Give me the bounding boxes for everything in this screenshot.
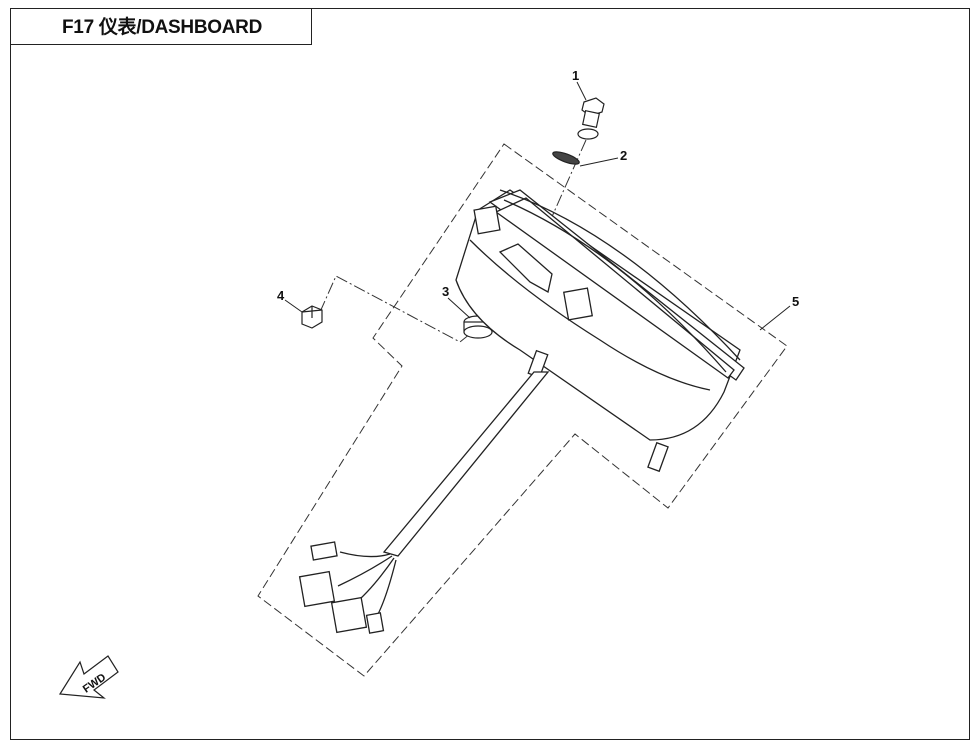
page-title: F17 仪表/DASHBOARD — [62, 17, 262, 38]
assembly-boundary — [257, 143, 788, 677]
fwd-arrow-icon: FWD — [58, 655, 119, 699]
callout-2: 2 — [620, 148, 627, 163]
nut-part — [301, 305, 323, 329]
dashboard-assembly-part — [298, 189, 745, 634]
callout-leaders — [284, 81, 791, 331]
title-box: F17 仪表/DASHBOARD — [10, 8, 312, 45]
callout-3: 3 — [442, 284, 449, 299]
bolt-part — [577, 97, 605, 140]
callout-4: 4 — [277, 288, 285, 303]
drawing-frame — [10, 8, 970, 740]
callout-5: 5 — [792, 294, 799, 309]
washer-part — [552, 151, 580, 165]
callout-1: 1 — [572, 68, 579, 83]
